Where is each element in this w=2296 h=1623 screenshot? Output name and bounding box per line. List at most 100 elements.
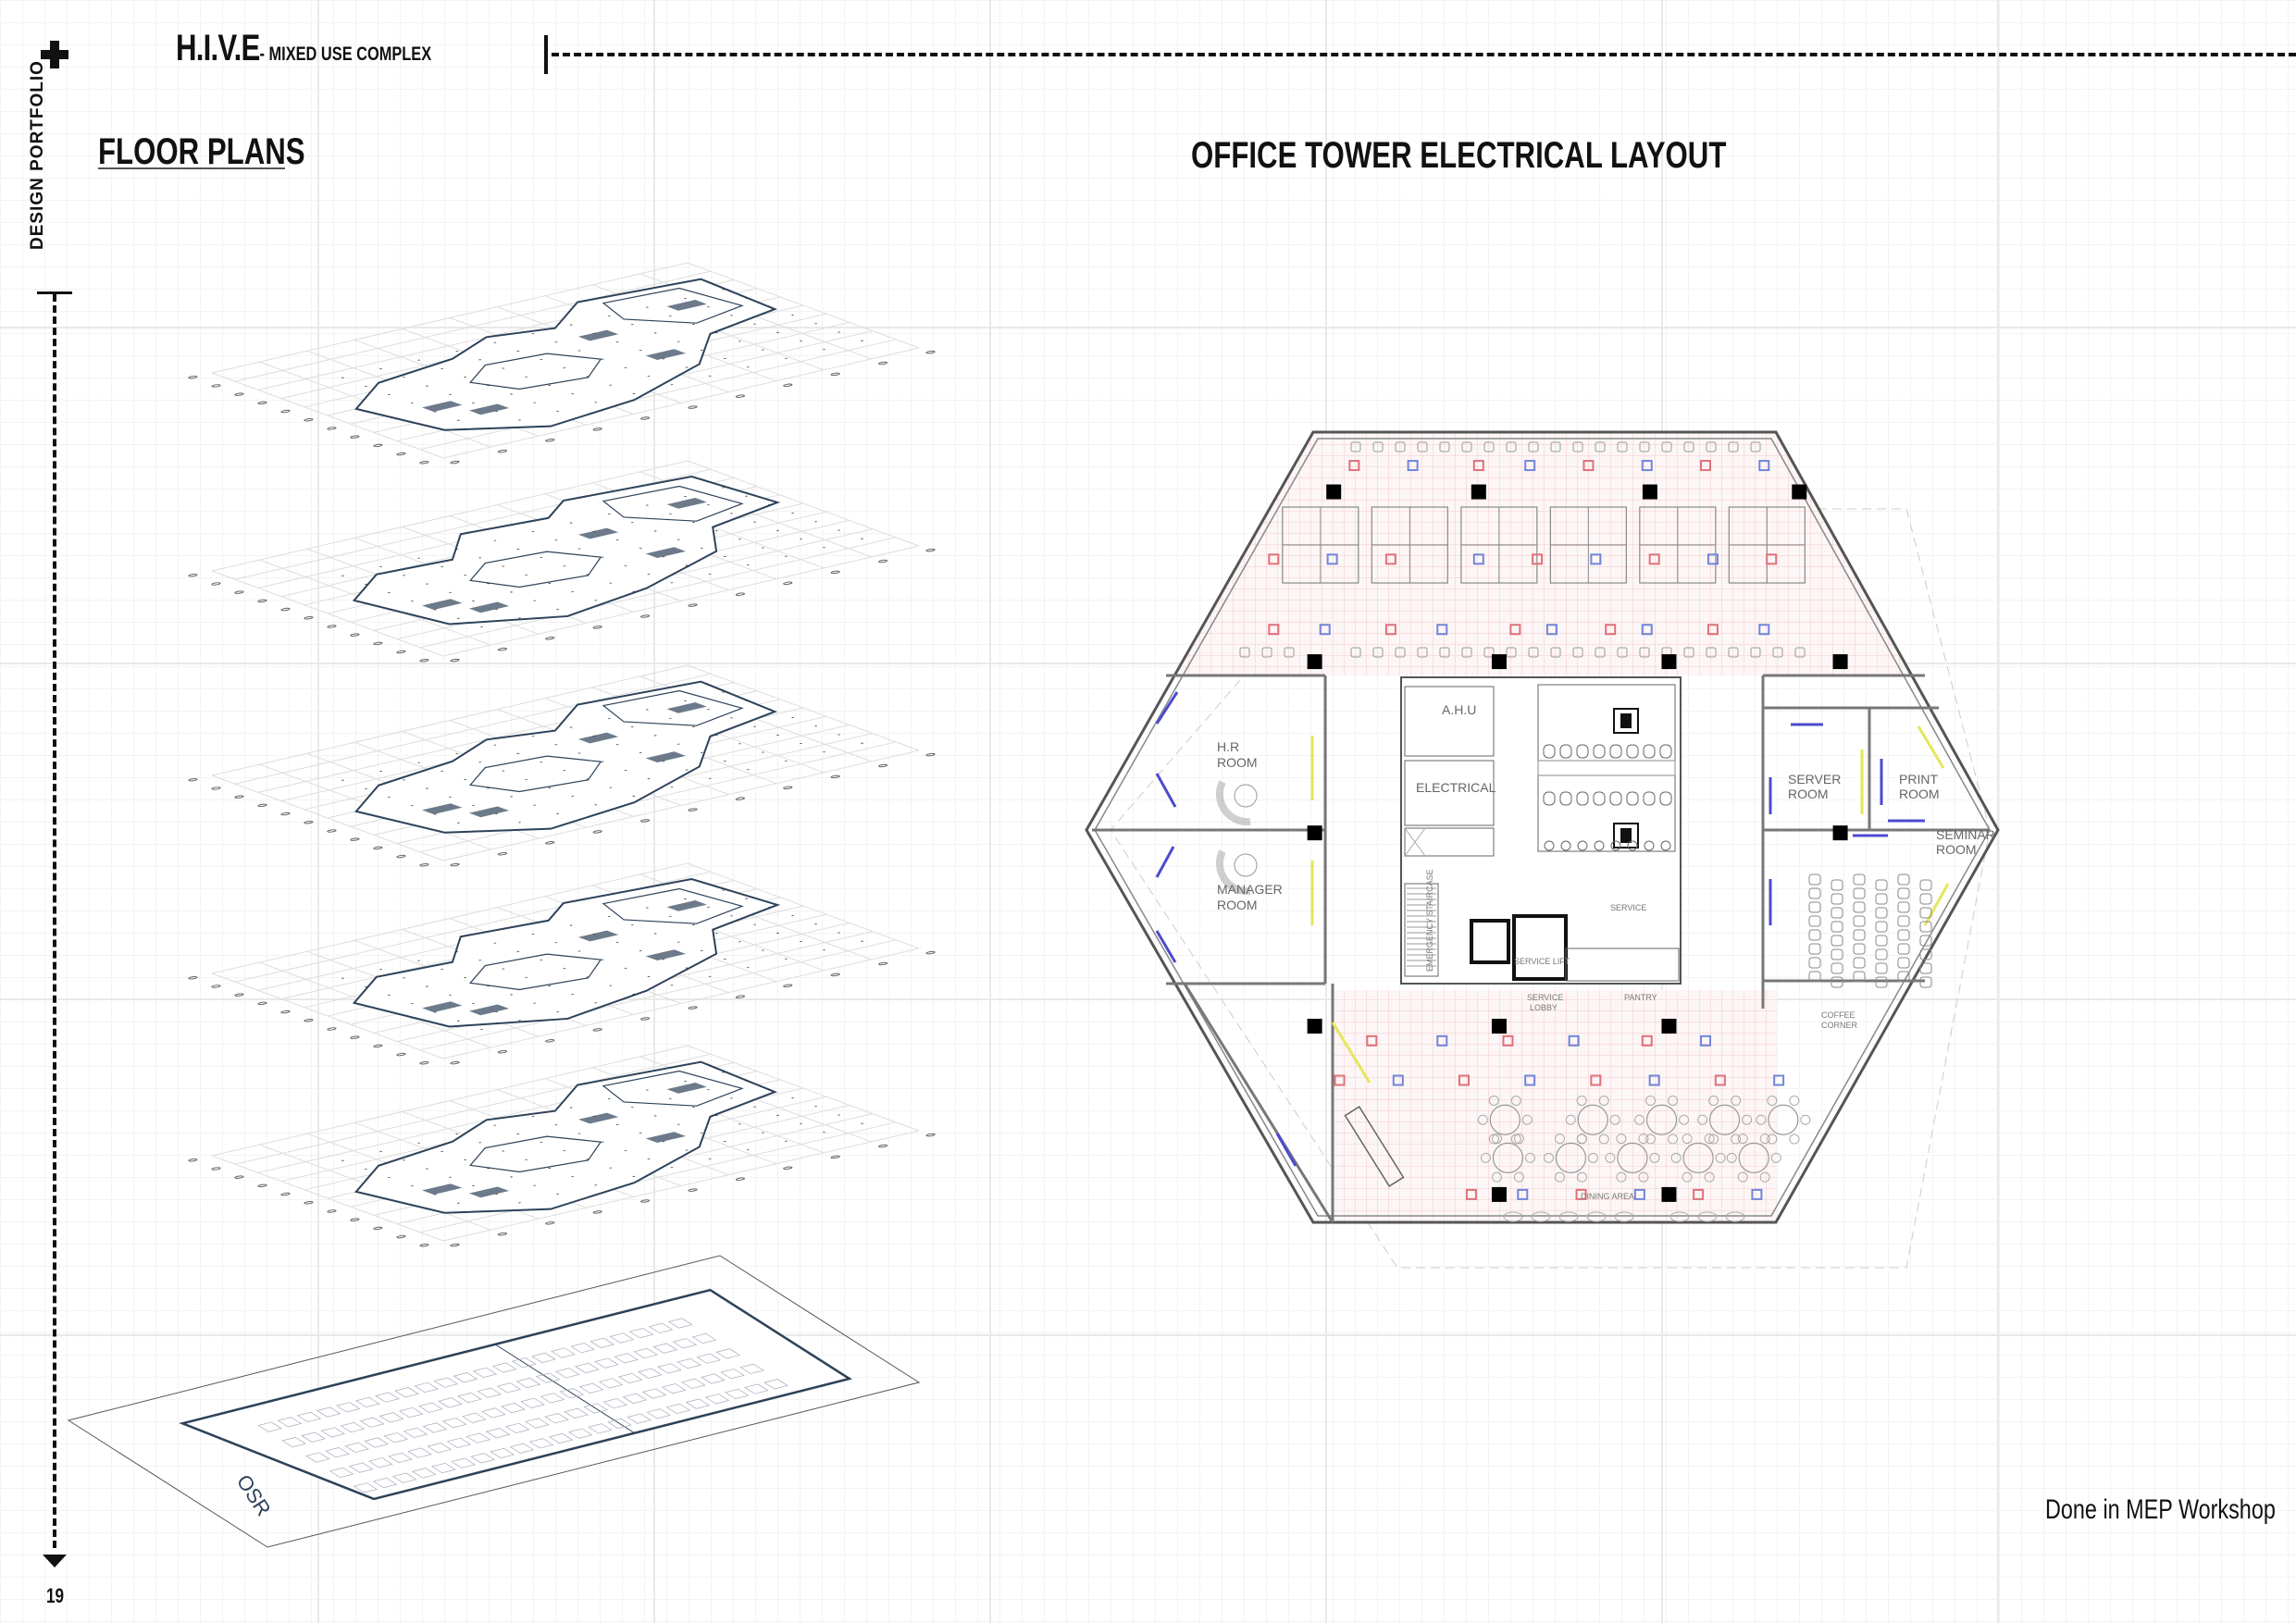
label-manager-room: ROOM <box>1217 898 1258 912</box>
column-dot <box>479 1028 484 1030</box>
column-dot <box>486 385 490 387</box>
parking-bay <box>658 1364 681 1373</box>
parking-bay <box>556 1369 579 1378</box>
column-dot <box>577 548 581 550</box>
parking-bay <box>471 1454 494 1463</box>
column-dot <box>532 1184 537 1186</box>
column-dot <box>624 1149 627 1151</box>
column-dot <box>601 1141 604 1143</box>
column-dot <box>723 959 726 960</box>
stair-core <box>468 806 510 818</box>
stair-core <box>422 599 463 610</box>
chair <box>1395 441 1406 452</box>
light-fixture <box>1706 624 1719 636</box>
column-dot <box>433 609 438 611</box>
parking-bay <box>356 1397 379 1406</box>
parking-bay <box>424 1423 447 1432</box>
light-fixture <box>1714 1074 1726 1086</box>
grid-line <box>443 348 919 458</box>
column-dot <box>586 1158 590 1160</box>
parking-bay <box>706 1394 729 1404</box>
column-dot <box>752 1106 757 1108</box>
brand-name: H.I.V.E <box>176 28 260 68</box>
grid-bubble <box>782 582 793 585</box>
grid-bubble <box>395 1053 406 1056</box>
page-number: 19 <box>46 1584 65 1607</box>
dining-table <box>1555 1142 1587 1173</box>
grid-bubble <box>210 787 221 789</box>
parking-bay <box>669 1319 692 1328</box>
light-fixture <box>1472 553 1484 565</box>
toilet-fixture <box>1593 791 1606 806</box>
parking-bay <box>278 1418 301 1427</box>
toilet-fixture <box>1576 744 1589 759</box>
dining-chair <box>1715 1152 1726 1163</box>
column-dot <box>364 985 368 987</box>
grid-bubble <box>782 985 793 987</box>
label-hr: H.R <box>1217 739 1239 754</box>
column-dot <box>569 924 573 926</box>
column-dot <box>379 1151 383 1153</box>
seminar-chair <box>1875 976 1888 988</box>
column-dot <box>593 804 598 806</box>
column-dot <box>555 1193 560 1195</box>
column-dot <box>691 1106 696 1108</box>
parking-bay <box>603 1399 627 1408</box>
column-dot <box>592 530 596 532</box>
grid-bubble <box>639 819 651 822</box>
column-dot <box>700 547 703 549</box>
seminar-chair <box>1875 948 1888 960</box>
chair <box>1483 647 1495 658</box>
seminar-chair <box>1853 943 1866 955</box>
seminar-chair <box>1808 943 1821 955</box>
parking-bay <box>608 1419 631 1428</box>
column-dot <box>647 376 651 378</box>
grid-bubble <box>830 571 841 574</box>
toilet-fixture <box>1559 791 1572 806</box>
sink-fixture <box>1594 840 1605 851</box>
column-dot <box>670 384 674 386</box>
column-dot <box>700 751 703 753</box>
column-dot <box>706 709 711 711</box>
column-dot <box>577 950 581 952</box>
column-dot <box>448 796 453 798</box>
light-fixture <box>1545 624 1558 636</box>
grid-bubble <box>497 1050 508 1053</box>
column-dot <box>593 600 598 601</box>
chair <box>1506 647 1517 658</box>
column-dot <box>837 932 841 934</box>
parking-bay <box>474 1368 497 1377</box>
column-dot <box>494 813 499 815</box>
parking-bay <box>666 1404 689 1413</box>
column-dot <box>647 778 651 780</box>
seminar-chair <box>1808 957 1821 969</box>
column-dot <box>517 419 522 421</box>
column-dot <box>837 529 841 531</box>
seminar-chair <box>1919 907 1932 919</box>
seminar-chair <box>1897 915 1910 927</box>
building-outline <box>264 1059 888 1230</box>
column-dot <box>402 977 406 979</box>
grid-bubble <box>210 1167 221 1170</box>
toilet-fixture <box>1626 744 1639 759</box>
light-fixture <box>1590 553 1602 565</box>
chair <box>1617 441 1628 452</box>
stair-core <box>645 349 687 361</box>
stair-core <box>577 732 619 744</box>
grid-bubble <box>256 402 267 404</box>
column-dot <box>662 556 665 558</box>
structural-column <box>1491 1186 1507 1202</box>
grid-bubble <box>925 549 936 551</box>
chair <box>1750 647 1761 658</box>
dining-chair <box>1767 1095 1778 1106</box>
column-dot <box>454 753 459 755</box>
grid-bubble <box>782 1167 793 1170</box>
tower-outline <box>590 482 754 529</box>
column-dot <box>607 916 611 918</box>
label-server: SERVER <box>1788 772 1841 787</box>
column-dot <box>379 368 383 370</box>
label-service-lobby: SERVICE <box>1527 993 1563 1002</box>
column-dot <box>402 779 406 781</box>
column-dot <box>784 760 788 762</box>
parking-bay <box>443 1418 466 1427</box>
